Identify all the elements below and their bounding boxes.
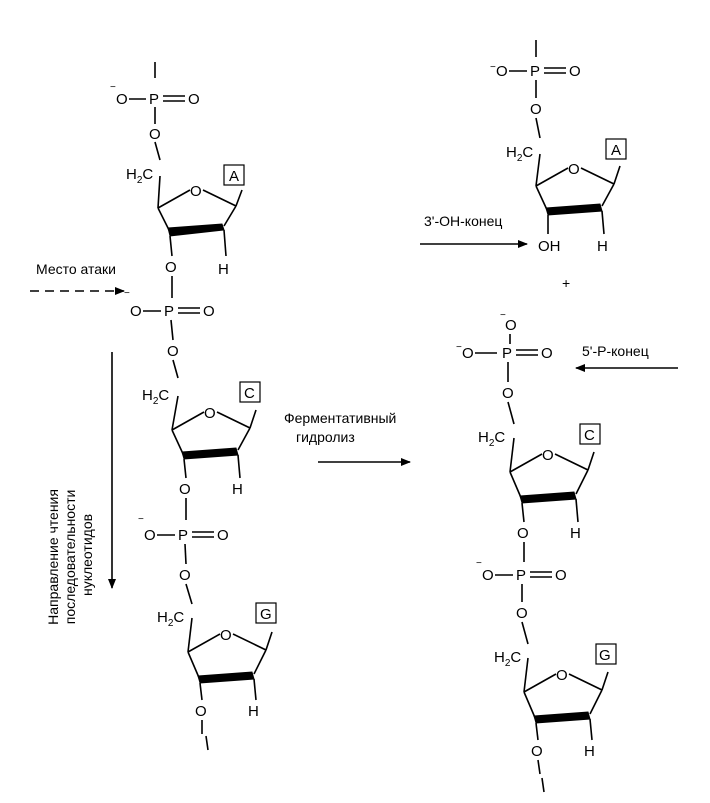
- oxygen-atom: O: [130, 303, 142, 320]
- hydrolysis-label-line2: гидролиз: [296, 429, 355, 445]
- left-strand: − O P O O H2C O A H O: [110, 62, 277, 751]
- minus-charge: −: [476, 558, 482, 569]
- oxygen-atom: O: [496, 63, 508, 80]
- right-bottom-fragment: − O − O P O O H2C O C H O − O P O: [456, 310, 617, 793]
- reading-direction-annotation: Направление чтения последовательности ну…: [45, 352, 116, 625]
- oh-end-label: 3'-ОН-конец: [424, 213, 502, 229]
- hydrolysis-annotation: Ферментативный гидролиз: [284, 410, 411, 466]
- oxygen-atom: O: [516, 605, 528, 622]
- phosphorus-atom: P: [502, 345, 512, 362]
- reading-direction-text: Направление чтения последовательности ну…: [45, 485, 95, 625]
- oxygen-atom: O: [179, 481, 191, 498]
- ring-oxygen: O: [568, 161, 580, 178]
- ring-oxygen: O: [190, 183, 202, 200]
- ring-oxygen: O: [220, 627, 232, 644]
- ch2-group: H2C: [126, 166, 153, 186]
- base-label: C: [244, 385, 255, 402]
- minus-charge: −: [138, 514, 144, 525]
- oxygen-atom: O: [167, 343, 179, 360]
- oxygen-atom: O: [530, 101, 542, 118]
- hydrogen-atom: H: [232, 481, 243, 498]
- oxygen-atom: O: [555, 567, 567, 584]
- base-label: G: [260, 606, 272, 623]
- oxygen-atom: O: [144, 527, 156, 544]
- oxygen-atom: O: [195, 703, 207, 720]
- phosphorus-atom: P: [178, 527, 188, 544]
- oxygen-atom: O: [149, 126, 161, 143]
- oxygen-atom: O: [179, 567, 191, 584]
- phosphorus-atom: P: [530, 63, 540, 80]
- oxygen-atom: O: [517, 525, 529, 542]
- phosphorus-atom: P: [516, 567, 526, 584]
- oxygen-atom: O: [482, 567, 494, 584]
- minus-charge: −: [490, 62, 496, 73]
- ring-oxygen: O: [556, 667, 568, 684]
- hydrogen-atom: H: [248, 703, 259, 720]
- sugar-ring: H2C O C H O: [142, 381, 261, 498]
- oxygen-atom: O: [462, 345, 474, 362]
- hydrogen-atom: H: [597, 238, 608, 255]
- attack-site-annotation: Место атаки: [30, 261, 125, 295]
- oxygen-atom: O: [502, 385, 514, 402]
- p-end-annotation: 5'-Р-конец: [575, 343, 678, 372]
- ring-oxygen: O: [204, 405, 216, 422]
- hydrogen-atom: H: [218, 261, 229, 278]
- base-label: A: [229, 168, 239, 185]
- minus-charge: −: [456, 342, 462, 353]
- oxygen-atom: O: [541, 345, 553, 362]
- ring-oxygen: O: [542, 447, 554, 464]
- sugar-ring: H2C O G H O: [157, 602, 277, 751]
- ch2-group: H2C: [494, 649, 521, 669]
- oxygen-atom: O: [505, 317, 517, 334]
- ch2-group: H2C: [506, 144, 533, 164]
- phosphate-group: − O P O O: [124, 276, 215, 379]
- right-top-fragment: − O P O O H2C O A OH H: [490, 40, 627, 255]
- oxygen-atom: O: [569, 63, 581, 80]
- phosphate-group: − O P O O: [138, 498, 229, 605]
- hydrogen-atom: H: [584, 743, 595, 760]
- phosphorus-atom: P: [149, 91, 159, 108]
- minus-charge: −: [500, 310, 506, 321]
- oxygen-atom: O: [217, 527, 229, 544]
- phosphate-group: − O P O O: [110, 62, 200, 161]
- ch2-group: H2C: [157, 609, 184, 629]
- minus-charge: −: [110, 82, 116, 93]
- p-end-label: 5'-Р-конец: [582, 343, 649, 359]
- base-label: C: [584, 427, 595, 444]
- ch2-group: H2C: [142, 387, 169, 407]
- oxygen-atom: O: [531, 743, 543, 760]
- oxygen-atom: O: [188, 91, 200, 108]
- sugar-ring: H2C O A H O: [126, 164, 245, 278]
- hydrogen-atom: H: [570, 525, 581, 542]
- base-label: A: [611, 142, 621, 159]
- attack-site-label: Место атаки: [36, 261, 116, 277]
- oxygen-atom: O: [116, 91, 128, 108]
- plus-sign: +: [562, 275, 570, 291]
- hydrolysis-label-line1: Ферментативный: [284, 410, 396, 426]
- oxygen-atom: O: [203, 303, 215, 320]
- ch2-group: H2C: [478, 429, 505, 449]
- minus-charge: −: [124, 288, 130, 299]
- base-label: G: [599, 647, 611, 664]
- hydroxyl-group: OH: [538, 238, 561, 255]
- phosphorus-atom: P: [164, 303, 174, 320]
- oh-end-annotation: 3'-ОН-конец: [420, 213, 528, 248]
- oxygen-atom: O: [165, 259, 177, 276]
